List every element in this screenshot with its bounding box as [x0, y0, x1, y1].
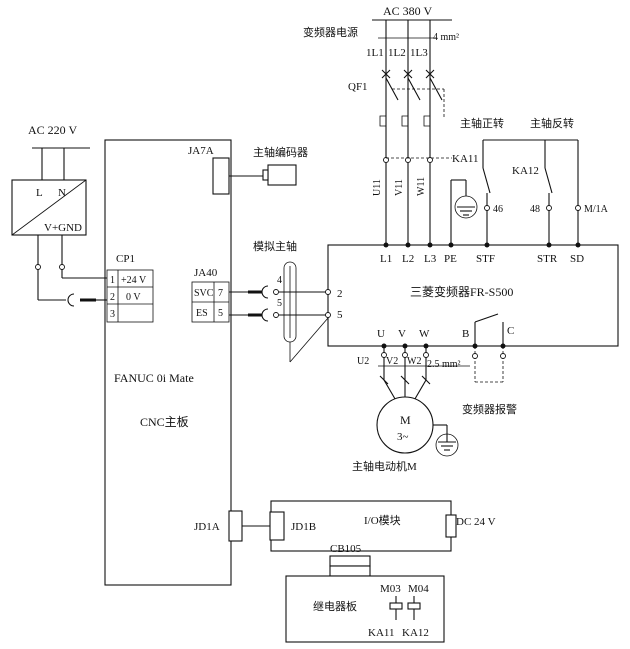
wire-25-label: 2.5 mm²	[427, 359, 461, 370]
relay-coil-ka12	[407, 602, 421, 610]
vfd-b: B	[462, 328, 469, 340]
analog-pin-4: 4	[277, 275, 282, 286]
m03-label: M03	[380, 583, 401, 595]
term-m1a: M/1A	[584, 204, 609, 215]
svc-pin: 7	[218, 288, 223, 299]
encoder-label: 主轴编码器	[253, 145, 308, 159]
rev-label: 主轴反转	[530, 116, 574, 130]
l13-label: 1L3	[410, 47, 428, 59]
analog-title: 模拟主轴	[253, 239, 297, 253]
inverter-box	[327, 244, 619, 347]
spindle-encoder	[267, 164, 297, 186]
vfd-out-v: V	[398, 328, 406, 340]
jd1b-label: JD1B	[291, 521, 316, 533]
vfd-l2: L2	[402, 253, 414, 265]
cnc-board	[104, 139, 232, 586]
es-label: ES	[196, 308, 208, 319]
svc-label: SVC	[194, 288, 214, 299]
fwd-label: 主轴正转	[460, 116, 504, 130]
w11-label: W11	[416, 177, 427, 196]
dc24-label: DC 24 V	[456, 516, 496, 528]
ja40-label: JA40	[194, 267, 218, 279]
relay-ka11-label: KA11	[368, 627, 394, 639]
vfd-top-terminals	[383, 242, 581, 248]
jd1a-label: JD1A	[194, 521, 220, 533]
ka11-contact-label: KA11	[452, 153, 478, 165]
relay-coil-ka11	[389, 602, 403, 610]
cp1-pin-1: 1	[110, 275, 115, 286]
cp1-label: CP1	[116, 253, 135, 265]
v11-label: V11	[394, 179, 405, 196]
motor-u2: U2	[357, 356, 369, 367]
io-module-label: I/O模块	[364, 514, 401, 527]
ja7a-label: JA7A	[188, 145, 214, 157]
es-pin: 5	[218, 308, 223, 319]
motor-w2: W2	[407, 356, 421, 367]
wire-4mm-label: 4 mm²	[433, 32, 459, 43]
cb105-label: CB105	[330, 543, 362, 555]
ka12-contact-label: KA12	[512, 165, 539, 177]
vfd-c: C	[507, 325, 514, 337]
cp1-pin-2: 2	[110, 292, 115, 303]
vfd-out-w: W	[419, 328, 430, 340]
vfd-in-2: 2	[337, 288, 343, 300]
term-48: 48	[530, 204, 540, 215]
inverter-supply-label: 变频器电源	[303, 25, 358, 39]
ac220-label: AC 220 V	[28, 123, 77, 137]
relay-ka12-label: KA12	[402, 627, 429, 639]
cp1-label-24v: +24 V	[121, 275, 147, 286]
vfd-out-u: U	[377, 328, 385, 340]
vfd-l1: L1	[380, 253, 392, 265]
motor-v2: V2	[386, 356, 398, 367]
psu-n: N	[58, 187, 66, 199]
jd1a-connector	[228, 510, 243, 542]
fanuc-label: FANUC 0i Mate	[114, 371, 194, 385]
cp1-pin-3: 3	[110, 309, 115, 320]
vfd-pe: PE	[444, 253, 457, 265]
psu-vgnd: V+GND	[44, 222, 82, 234]
alarm-label: 变频器报警	[462, 402, 517, 416]
psu-l: L	[36, 187, 43, 199]
vfd-l3: L3	[424, 253, 437, 265]
u11-label: U11	[372, 179, 383, 196]
ac380-label: AC 380 V	[383, 4, 432, 18]
ja7a-connector	[212, 157, 230, 195]
jd1b-connector	[269, 511, 285, 541]
vfd-name: 三菱变频器FR-S500	[410, 284, 513, 299]
motor-name: 主轴电动机M	[352, 459, 417, 473]
m04-label: M04	[408, 583, 429, 595]
vfd-stf: STF	[476, 253, 495, 265]
relay-board-label: 继电器板	[313, 599, 357, 613]
io-module	[270, 500, 452, 552]
vfd-in-5: 5	[337, 309, 343, 321]
cp1-connector	[106, 269, 154, 323]
cb105-connector	[329, 555, 371, 567]
l11-label: 1L1	[366, 47, 384, 59]
analog-pin-5: 5	[277, 298, 282, 309]
motor-phase: 3~	[397, 431, 409, 443]
cnc-board-label: CNC主板	[140, 415, 189, 429]
vfd-str: STR	[537, 253, 558, 265]
qf1-label: QF1	[348, 81, 368, 93]
term-46: 46	[493, 204, 503, 215]
l12-label: 1L2	[388, 47, 406, 59]
vfd-sd: SD	[570, 253, 584, 265]
cp1-label-0v: 0 V	[126, 292, 141, 303]
motor-m: M	[400, 413, 411, 427]
dc24-connector	[445, 514, 457, 538]
